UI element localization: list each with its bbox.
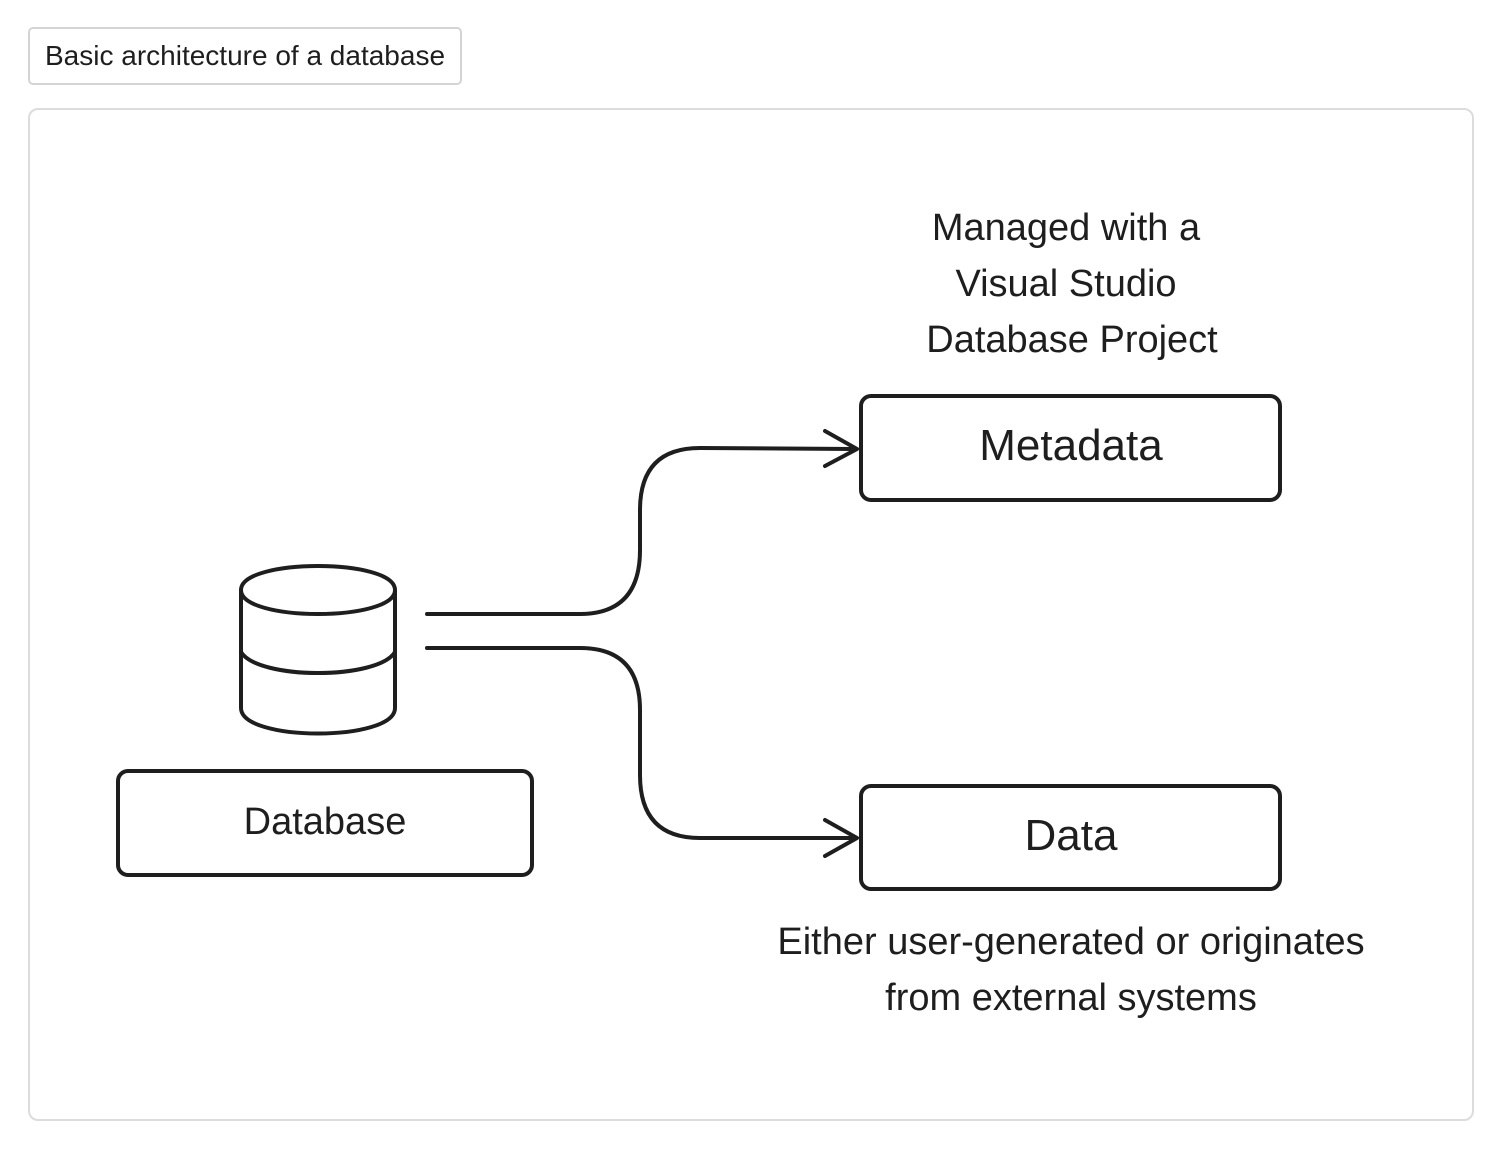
database-box: Database (116, 769, 534, 877)
database-icon (239, 564, 397, 736)
metadata-note-line: Managed with a (932, 207, 1201, 249)
metadata-label: Metadata (979, 421, 1163, 470)
arrow-to-data (425, 646, 859, 858)
diagram-caption: Basic architecture of a database (28, 27, 463, 85)
data-note: Either user-generated or originates from… (777, 921, 1364, 1019)
metadata-note-line: Visual Studio (955, 263, 1176, 305)
metadata-note-line: Database Project (926, 319, 1218, 361)
data-box: Data (859, 784, 1282, 891)
data-note-line: Either user-generated or originates (777, 921, 1364, 963)
data-note-line: from external systems (885, 977, 1257, 1019)
diagram-frame (28, 108, 1474, 1121)
data-label: Data (1025, 811, 1118, 860)
database-label: Database (244, 801, 407, 843)
metadata-note: Managed with a Visual Studio Database Pr… (926, 207, 1218, 361)
metadata-box: Metadata (859, 394, 1282, 502)
arrow-to-metadata (425, 429, 859, 616)
